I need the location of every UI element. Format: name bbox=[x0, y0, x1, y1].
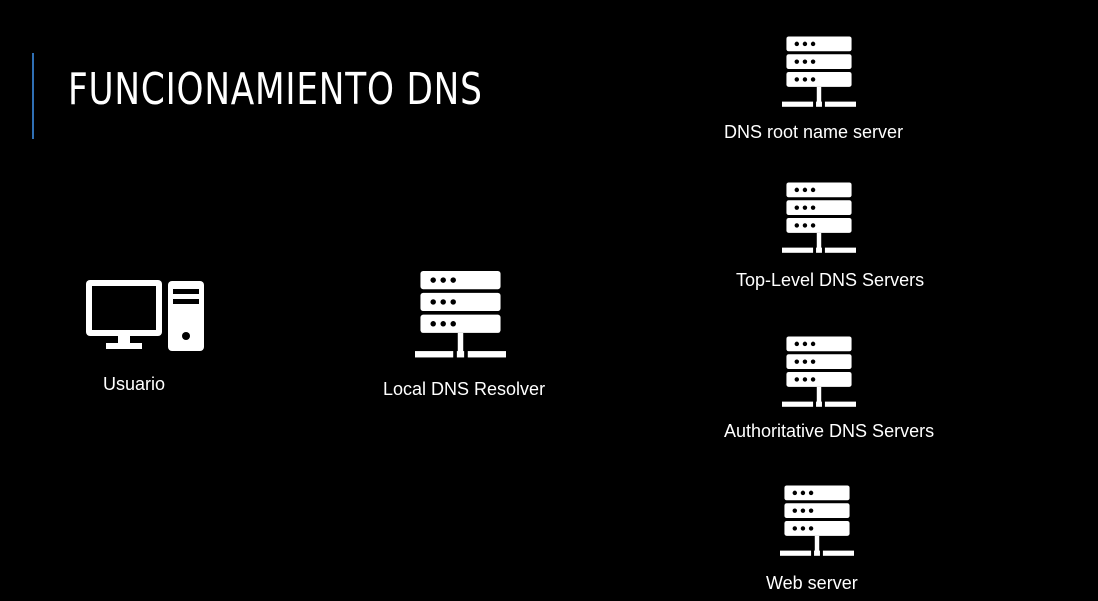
server-rack-icon bbox=[782, 182, 856, 253]
server-rack-icon bbox=[782, 36, 856, 107]
web-server-label: Web server bbox=[766, 573, 858, 593]
user-label: Usuario bbox=[103, 374, 166, 394]
authoritative-servers-label: Authoritative DNS Servers bbox=[724, 421, 935, 441]
page-title: FUNCIONAMIENTO DNS bbox=[68, 64, 483, 115]
server-rack-icon bbox=[780, 485, 854, 556]
server-rack-icon bbox=[415, 271, 506, 358]
server-rack-icon bbox=[782, 336, 856, 407]
tld-servers-label: Top-Level DNS Servers bbox=[736, 270, 925, 290]
title-accent-bar bbox=[32, 53, 34, 139]
local-resolver-label: Local DNS Resolver bbox=[383, 379, 546, 399]
desktop-computer-icon bbox=[86, 280, 204, 351]
root-server-label: DNS root name server bbox=[724, 122, 904, 142]
